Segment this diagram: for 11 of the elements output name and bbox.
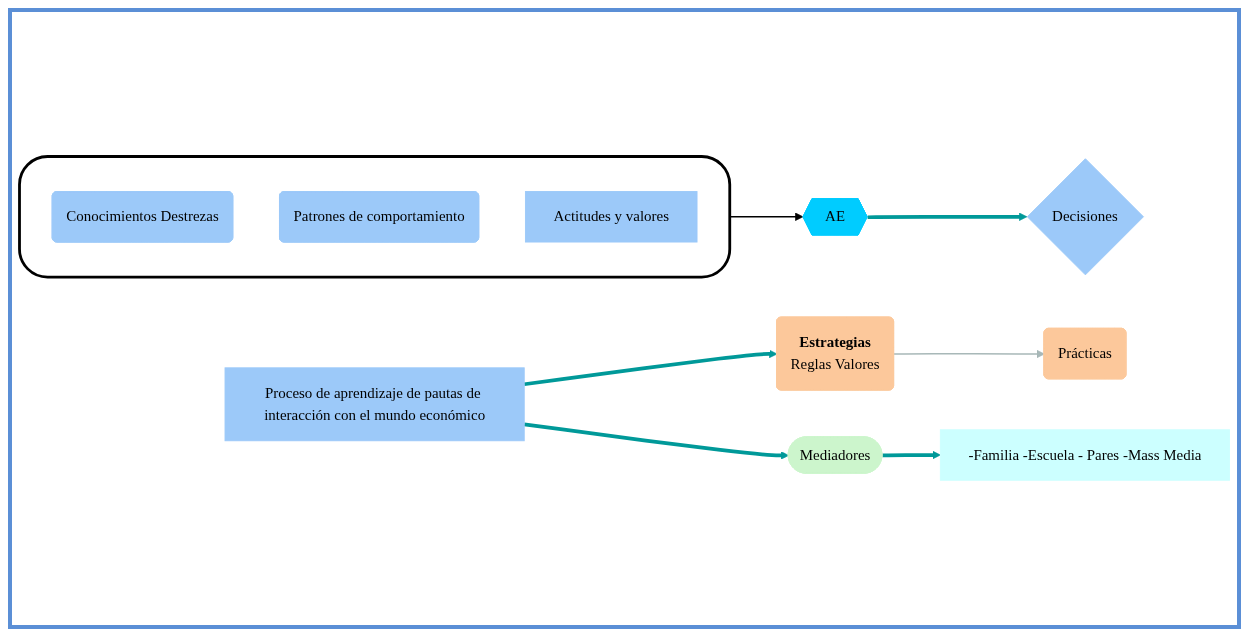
node-box: Proceso de aprendizaje de pautas de interacción con el mundo económico — [224, 367, 525, 442]
arrow — [523, 349, 778, 387]
arrow — [729, 212, 804, 221]
arrow — [882, 451, 941, 460]
node-diamond: Decisiones — [1026, 158, 1144, 276]
node-box: -Familia -Escuela - Pares -Mass Media — [939, 429, 1230, 481]
arrow — [523, 422, 790, 460]
cluster — [18, 155, 732, 279]
node-box: Actitudes y valores — [524, 191, 698, 243]
arrow — [893, 350, 1045, 359]
arrow — [867, 212, 1028, 221]
